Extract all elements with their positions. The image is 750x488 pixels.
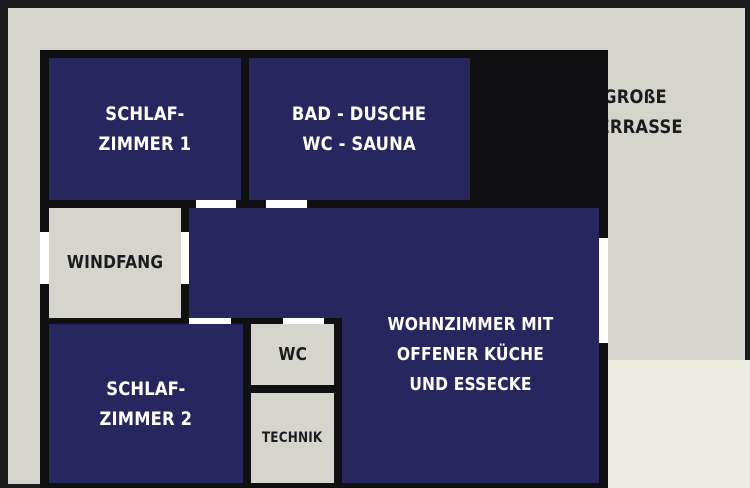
window-gap [599, 238, 608, 343]
room-windfang: WINDFANG [49, 208, 181, 318]
door-gap [189, 318, 231, 324]
room-label-wohnzimmer: WOHNZIMMER MIT OFFENER KÜCHE UND ESSECKE [387, 314, 554, 395]
room-label-windfang: WINDFANG [66, 252, 164, 273]
room-schlafzimmer-2: SCHLAF- ZIMMER 2 [49, 324, 243, 483]
room-label-schlafzimmer-1: SCHLAF- ZIMMER 1 [98, 103, 192, 155]
terrace-label: GROßE TERRASSE [587, 86, 683, 138]
door-gap [196, 200, 236, 208]
room-label-bad: BAD - DUSCHE WC - SAUNA [292, 103, 427, 155]
room-wohnzimmer: WOHNZIMMER MIT OFFENER KÜCHE UND ESSECKE [342, 300, 599, 410]
room-label-wc: WC [278, 343, 307, 365]
door-gap [40, 232, 49, 284]
room-wohnzimmer-upper [189, 208, 599, 318]
room-label-schlafzimmer-2: SCHLAF- ZIMMER 2 [99, 377, 193, 430]
room-label-technik: TECHNIK [262, 430, 323, 446]
door-gap [283, 318, 324, 324]
room-technik: TECHNIK [251, 393, 334, 483]
room-bad: BAD - DUSCHE WC - SAUNA [249, 58, 470, 200]
lower-right-area [606, 360, 750, 488]
door-gap [266, 200, 307, 208]
room-wc: WC [251, 324, 334, 385]
room-schlafzimmer-1: SCHLAF- ZIMMER 1 [49, 58, 241, 200]
room-wohnzimmer-lower [342, 300, 599, 483]
door-gap [181, 232, 189, 284]
